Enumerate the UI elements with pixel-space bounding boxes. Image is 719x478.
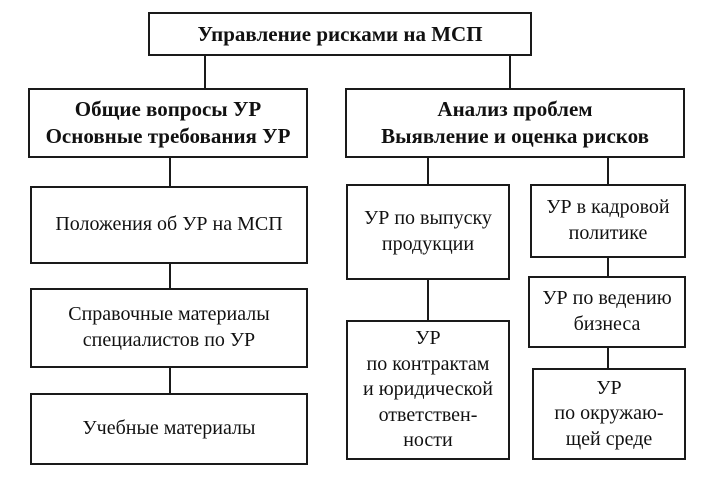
general-item-label: Положения об УР на МСП: [55, 213, 283, 236]
analysis-item-label: УР по окружаю- щей среде: [554, 376, 664, 450]
analysis-col2-personnel: УР в кадровой политике: [530, 184, 686, 258]
analysis-col2-business: УР по ведению бизнеса: [528, 276, 686, 348]
analysis-item-label: УР в кадровой политике: [546, 196, 670, 244]
root-box: Управление рисками на МСП: [148, 12, 532, 56]
root-label: Управление рисками на МСП: [197, 21, 483, 46]
general-item-training: Учебные материалы: [30, 393, 308, 465]
general-item-label: Справочные материалы специалистов по УР: [68, 303, 270, 351]
general-item-regulations: Положения об УР на МСП: [30, 186, 308, 264]
analysis-col1-production: УР по выпуску продукции: [346, 184, 510, 280]
analysis-box: Анализ проблем Выявление и оценка рисков: [345, 88, 685, 158]
analysis-col1-contracts: УР по контрактам и юридической ответстве…: [346, 320, 510, 460]
analysis-col2-environment: УР по окружаю- щей среде: [532, 368, 686, 460]
general-title: Общие вопросы УР Основные требования УР: [45, 97, 291, 148]
analysis-title: Анализ проблем Выявление и оценка рисков: [381, 97, 649, 148]
analysis-item-label: УР по выпуску продукции: [364, 207, 492, 255]
general-item-label: Учебные материалы: [82, 417, 256, 440]
general-box: Общие вопросы УР Основные требования УР: [28, 88, 308, 158]
analysis-item-label: УР по контрактам и юридической ответстве…: [363, 327, 493, 452]
general-item-reference: Справочные материалы специалистов по УР: [30, 288, 308, 368]
analysis-item-label: УР по ведению бизнеса: [542, 287, 672, 335]
